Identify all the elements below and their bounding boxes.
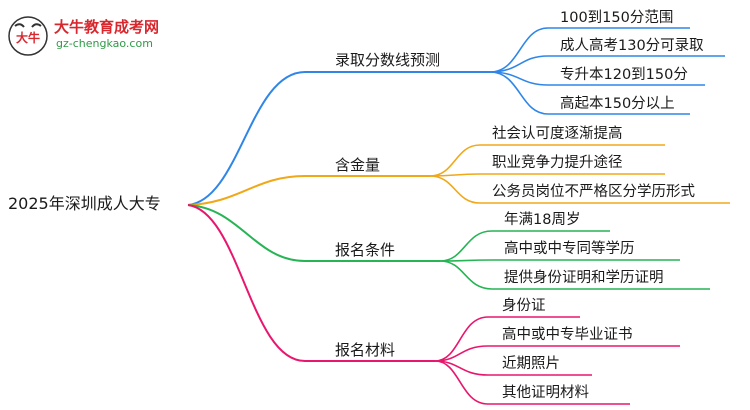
leaf-b4-2: 高中或中专毕业证书: [502, 327, 633, 343]
leaf-b2-2: 职业竞争力提升途径: [492, 155, 623, 171]
connector-branch-4-item-2: [434, 345, 680, 362]
connector-root-to-branch-1: [187, 71, 490, 206]
brand-url: gz-chengkao.com: [56, 37, 153, 50]
leaf-b3-2: 高中或中专同等学历: [504, 241, 635, 257]
leaf-b3-3: 提供身份证明和学历证明: [504, 270, 664, 286]
connector-root-to-branch-3: [187, 204, 440, 262]
logo-mark-text: 大牛: [16, 30, 40, 45]
branch-value: 含金量: [335, 156, 381, 174]
connector-branch-4-item-3: [434, 360, 592, 376]
connector-branch-2-item-3: [429, 175, 730, 204]
brand-logo: 大牛 大牛教育成考网 gz-chengkao.com: [6, 14, 186, 58]
leaf-b1-3: 专升本120到150分: [560, 67, 688, 83]
connector-branch-2-item-2: [429, 173, 665, 177]
connector-branch-4-item-1: [434, 316, 580, 362]
leaf-b4-1: 身份证: [502, 298, 546, 314]
connector-branch-1-item-1: [489, 27, 690, 73]
leaf-b4-4: 其他证明材料: [502, 385, 589, 401]
leaf-b1-2: 成人高考130分可录取: [560, 38, 704, 54]
connector-branch-1-item-2: [489, 55, 725, 73]
connector-root-to-branch-4: [187, 204, 435, 362]
leaf-b3-1: 年满18周岁: [504, 212, 581, 228]
connector-branch-3-item-3: [439, 260, 710, 290]
bull-logo-icon: 大牛: [8, 16, 48, 56]
connector-branch-4-item-4: [434, 360, 630, 405]
leaf-b1-1: 100到150分范围: [560, 10, 674, 26]
branch-materials: 报名材料: [335, 341, 396, 359]
leaf-b4-3: 近期照片: [502, 356, 560, 372]
brand-name: 大牛教育成考网: [54, 18, 160, 36]
leaf-b2-1: 社会认可度逐渐提高: [492, 126, 623, 142]
connector-branch-3-item-2: [439, 259, 680, 262]
branch-requirements: 报名条件: [335, 241, 396, 259]
connector-branch-1-item-4: [489, 71, 690, 115]
branch-admission-score: 录取分数线预测: [335, 51, 441, 69]
connector-branch-1-item-3: [489, 71, 705, 86]
leaf-b1-4: 高起本150分以上: [560, 96, 675, 112]
connector-branch-2-item-1: [429, 144, 665, 177]
connector-root-to-branch-2: [187, 175, 430, 206]
connector-branch-3-item-1: [439, 230, 610, 262]
root-topic: 2025年深圳成人大专: [8, 194, 161, 213]
leaf-b2-3: 公务员岗位不严格区分学历形式: [492, 184, 695, 200]
